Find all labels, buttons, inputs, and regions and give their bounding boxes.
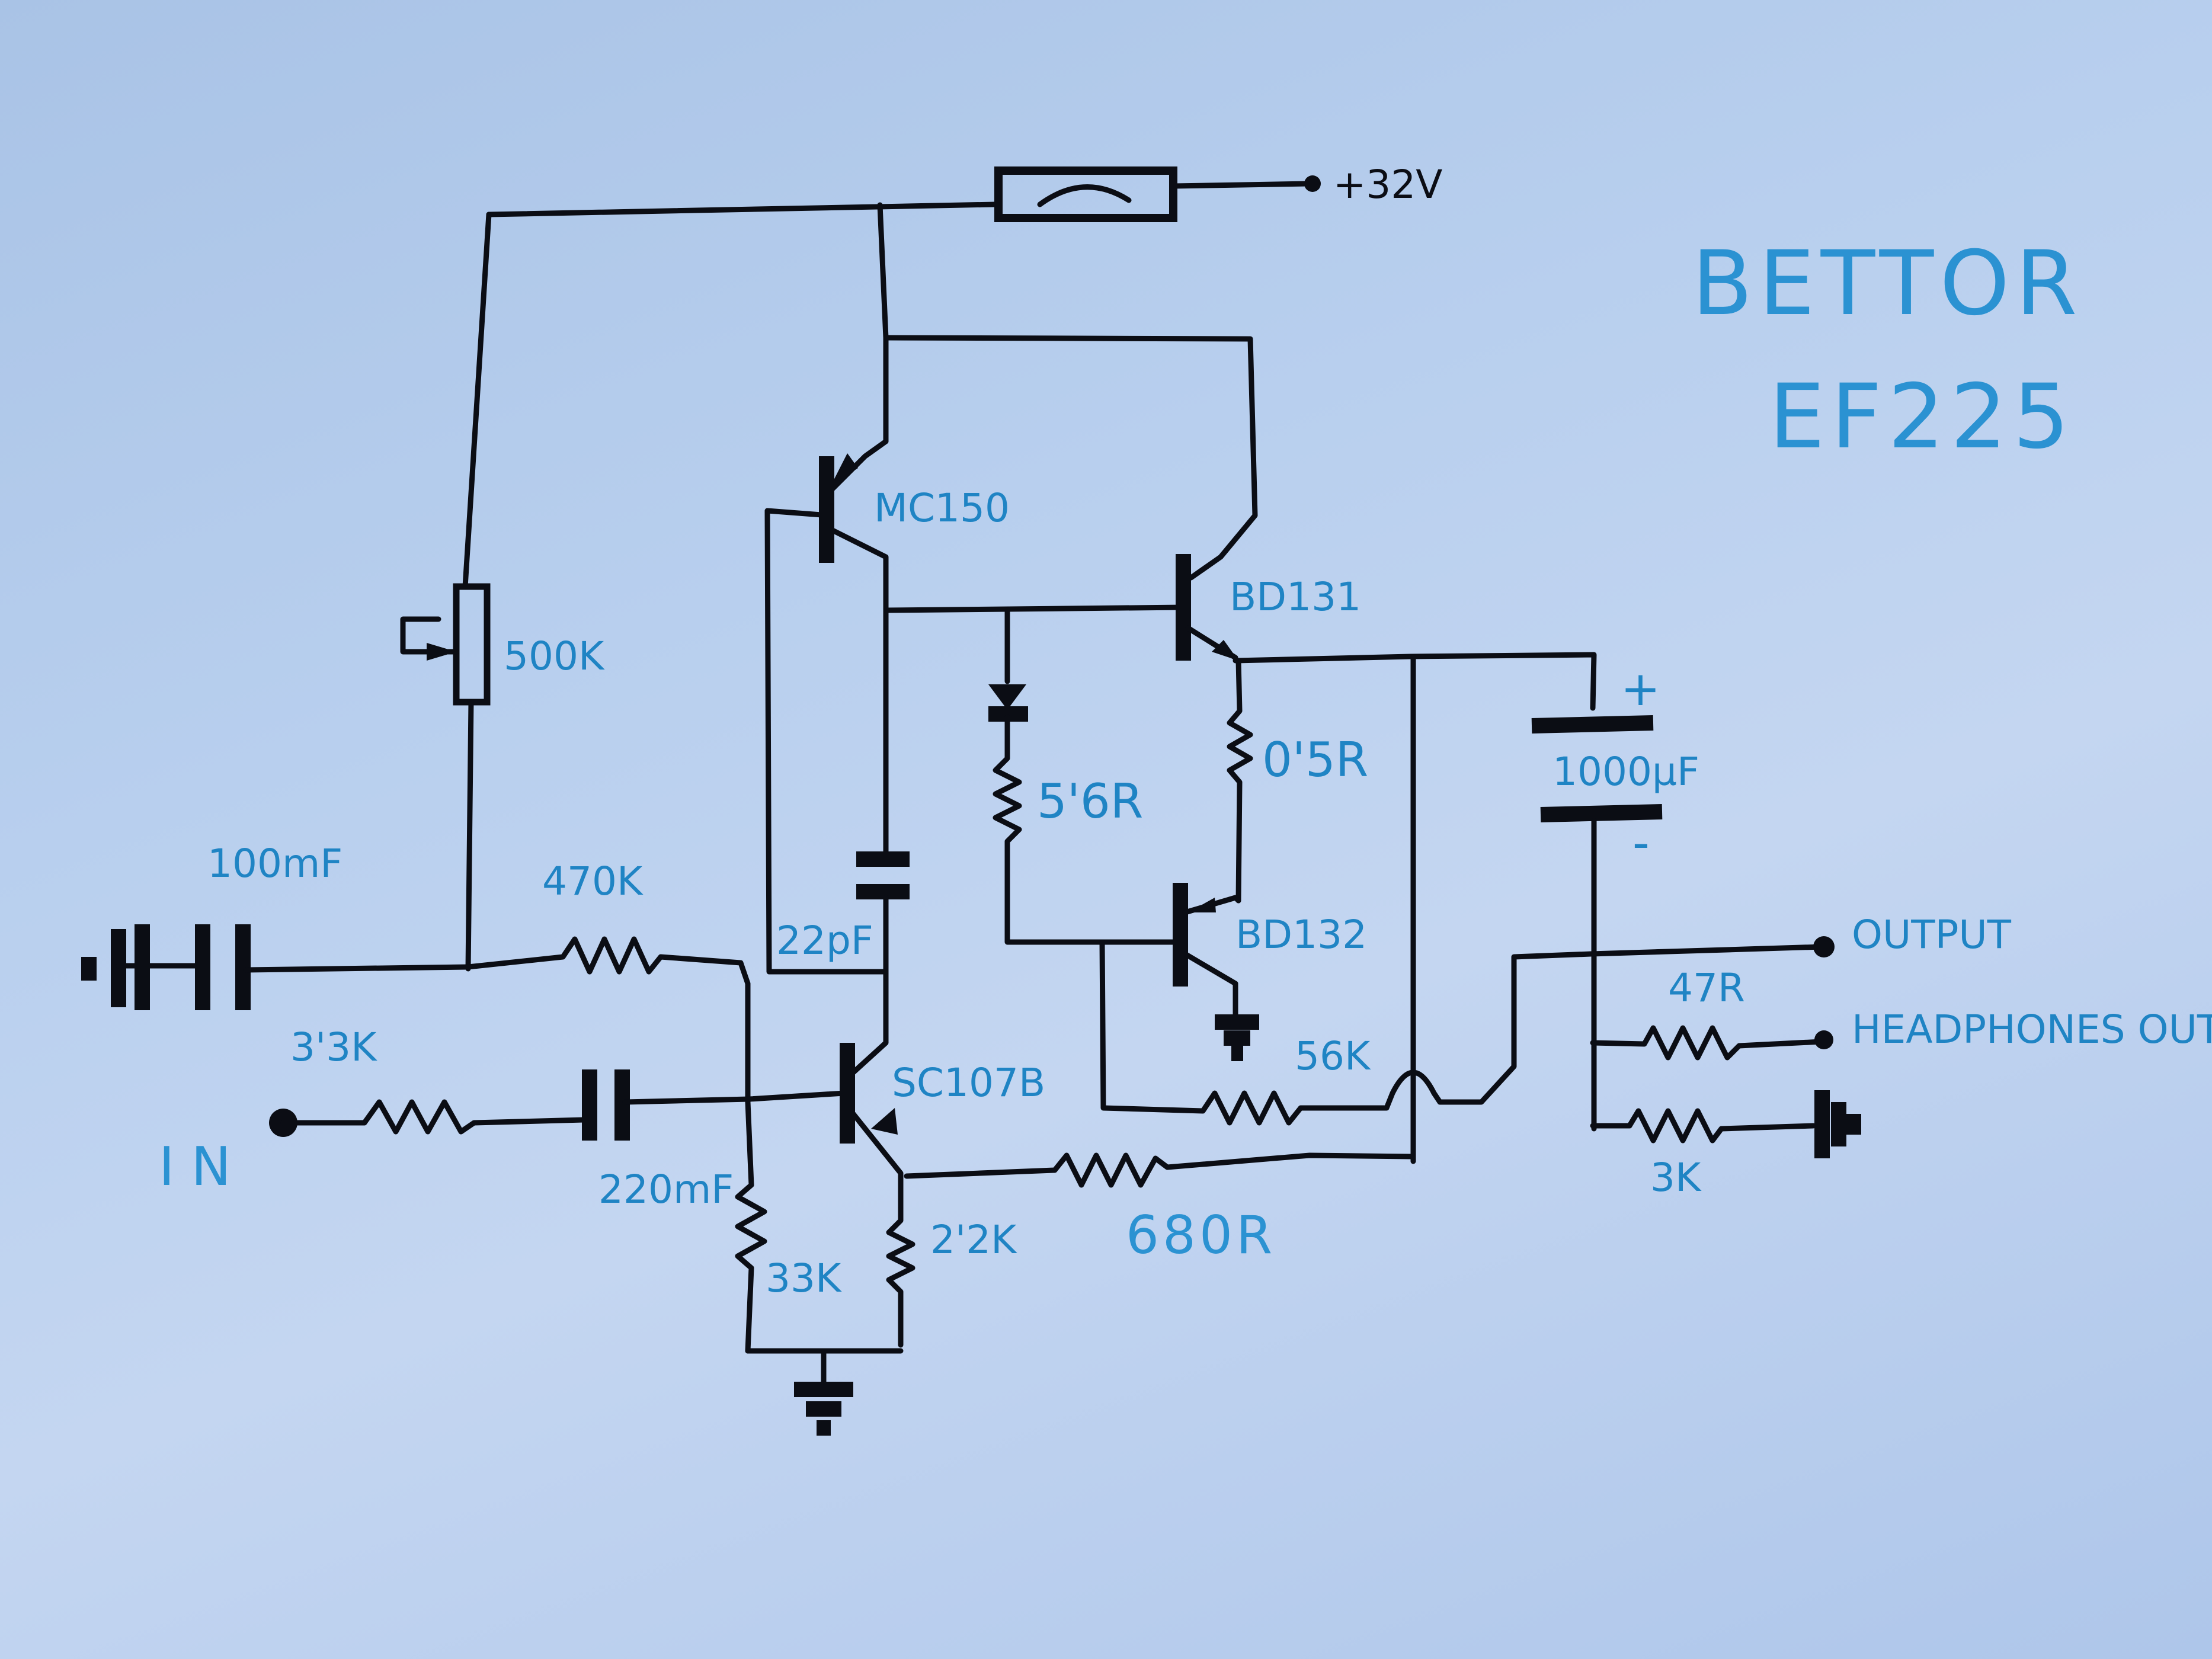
pot-label: 500K: [504, 633, 605, 679]
ground-output: [1814, 1090, 1861, 1158]
resistor-3k: [1590, 1108, 1816, 1144]
resistor-3-3k: [280, 1099, 587, 1135]
r-05r-label: 0'5R: [1262, 732, 1368, 787]
title-line-1: BETTOR: [1692, 232, 2083, 335]
r-56k-label: 56K: [1295, 1033, 1371, 1079]
c-220-label: 220mF: [598, 1167, 734, 1212]
transistor-q1: [840, 975, 904, 1212]
top-rail: [486, 181, 1313, 341]
cap-minus-label: -: [1632, 815, 1650, 870]
output-label: OUTPUT: [1852, 912, 2012, 957]
title-line-2: EF225: [1769, 366, 2075, 469]
supply-label: +32V: [1333, 162, 1442, 207]
cap-22pf: [764, 508, 910, 981]
input-label: IN: [159, 1136, 248, 1198]
ground-q1: [745, 1348, 904, 1436]
q2-label: MC150: [874, 485, 1010, 531]
r-33k-in-label: 3'3K: [290, 1024, 377, 1070]
resistor-56k: [1099, 655, 1594, 1164]
r-470k-label: 470K: [542, 859, 644, 904]
r-47r-label: 47R: [1668, 965, 1745, 1011]
fuse-symbol: [994, 166, 1177, 222]
potentiometer-500k: [400, 212, 492, 972]
transistor-q4: [1173, 883, 1241, 1022]
headphones-terminal: [1814, 1030, 1833, 1049]
r-3k-label: 3K: [1650, 1155, 1702, 1200]
q3-label: BD131: [1230, 574, 1361, 620]
cap-plus-label: +: [1621, 661, 1660, 716]
ground-q4: [1215, 1014, 1259, 1061]
r-33k-label: 33K: [766, 1256, 842, 1301]
output-terminal: [1813, 936, 1835, 957]
cap-1000uf: [1531, 715, 1663, 1132]
c-1000-label: 1000µF: [1552, 749, 1699, 795]
supply-terminal: [1304, 175, 1321, 192]
diode-bias: [988, 607, 1028, 722]
r-22k-label: 2'2K: [930, 1217, 1017, 1263]
q1-label: SC107B: [892, 1060, 1045, 1106]
resistor-470k: [465, 936, 751, 1105]
resistor-5-6r: [993, 714, 1176, 945]
resistor-2-2k: [886, 1206, 915, 1348]
cap-220mf: [582, 1069, 847, 1141]
transistor-q2: [819, 335, 889, 616]
q4-label: BD132: [1235, 912, 1367, 957]
headphones-label: HEADPHONES OUTPUT: [1852, 1007, 2212, 1052]
resistor-33k: [735, 1099, 767, 1354]
resistor-47r: [1590, 1025, 1825, 1061]
resistor-680r: [904, 1152, 1416, 1188]
input-cap-100mf: [81, 924, 471, 1010]
r-680-label: 680R: [1126, 1205, 1276, 1266]
c-in-label: 100mF: [207, 841, 342, 886]
c-22p-label: 22pF: [776, 918, 873, 963]
transistor-q3: [1176, 554, 1597, 711]
output-wire: [1588, 944, 1825, 957]
r-56r-label: 5'6R: [1037, 774, 1143, 829]
rail-q3-collector: [883, 335, 1258, 581]
resistor-0-5r: [1227, 658, 1253, 904]
driver-bus: [883, 604, 1188, 613]
